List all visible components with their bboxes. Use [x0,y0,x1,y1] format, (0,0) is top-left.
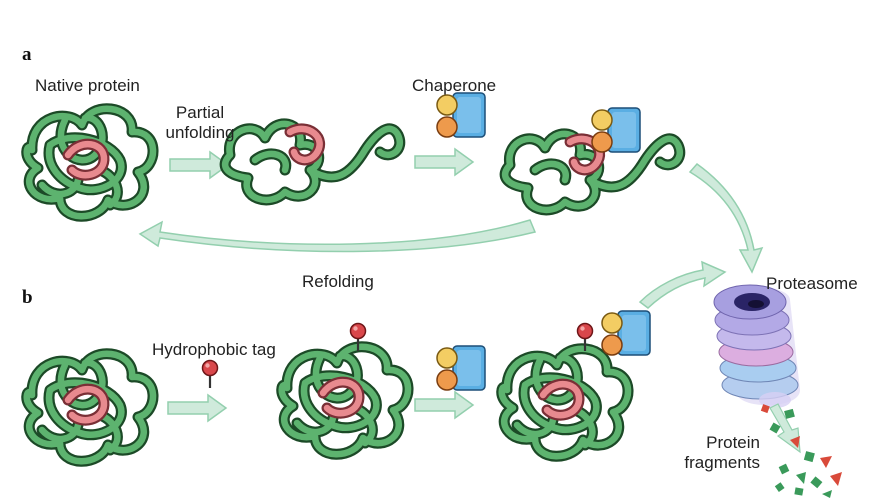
chaperone-label: Chaperone [412,76,497,95]
arrow-to-proteasome-b [638,260,727,309]
bound-chaperone-a [591,107,641,153]
refolding-arrow [138,219,537,253]
refolding-label: Refolding [302,272,374,291]
bound-chaperone-b [601,310,651,356]
hydrophobic-tag-label: Hydrophobic tag [152,340,276,359]
protein-fragments-label: Protein fragments [684,433,760,472]
proteasome-label: Proteasome [766,274,858,293]
native-protein-label: Native protein [35,76,140,95]
arrow-partial-unfolding [169,151,229,179]
arrow-to-chaperone-complex [414,148,474,176]
partial-unfolding-label: Partial unfolding [165,103,235,142]
tagged-protein [282,347,408,455]
panel-label-a: a [22,44,32,65]
chaperone-bound-tagged-protein [502,349,628,457]
hydrophobic-tag-icon [201,359,219,390]
native-protein-coil-b [27,354,153,462]
arrow-tag-attachment [167,394,227,422]
arrow-to-proteasome-a [688,162,764,274]
chaperone-icon-a [436,92,486,138]
partially-unfolded-protein [225,124,400,200]
arrow-to-chaperone-complex-b [414,391,474,419]
native-protein-coil-a [27,109,153,217]
proteasome [713,284,800,408]
protein-fragments-icon [760,404,842,498]
chaperone-icon-b [436,345,486,391]
panel-label-b: b [22,287,33,308]
